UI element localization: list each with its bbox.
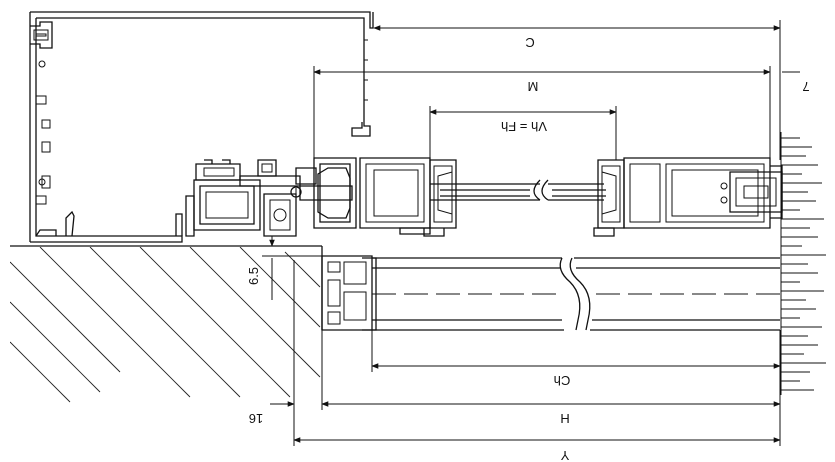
- upper-glazing-left: [429, 159, 540, 229]
- dim-label-6-5: 6.5: [246, 267, 261, 285]
- dim-label-7: 7: [802, 79, 809, 94]
- concrete-hatch-area: [10, 247, 321, 403]
- dim-label-c: C: [525, 35, 534, 50]
- dim-label-vh-fh: Vh = Fh: [501, 119, 547, 134]
- right-wall-hatch: [780, 132, 826, 395]
- roller-carriage: [185, 159, 317, 237]
- upper-glazing-right: [548, 157, 783, 237]
- top-clip-detail: [30, 21, 53, 49]
- dim-label-16: 16: [249, 411, 263, 426]
- header-housing-profile: [29, 11, 374, 243]
- top-track-profile: [299, 157, 445, 237]
- dimension-lines: [262, 20, 800, 446]
- dim-label-h: H: [560, 411, 569, 426]
- lower-sliding-leaf: [321, 255, 780, 331]
- glass-break-mark: [533, 179, 549, 201]
- dim-label-ch: Ch: [554, 373, 571, 388]
- dim-label-m: M: [528, 79, 539, 94]
- dim-label-y: Y: [560, 448, 569, 462]
